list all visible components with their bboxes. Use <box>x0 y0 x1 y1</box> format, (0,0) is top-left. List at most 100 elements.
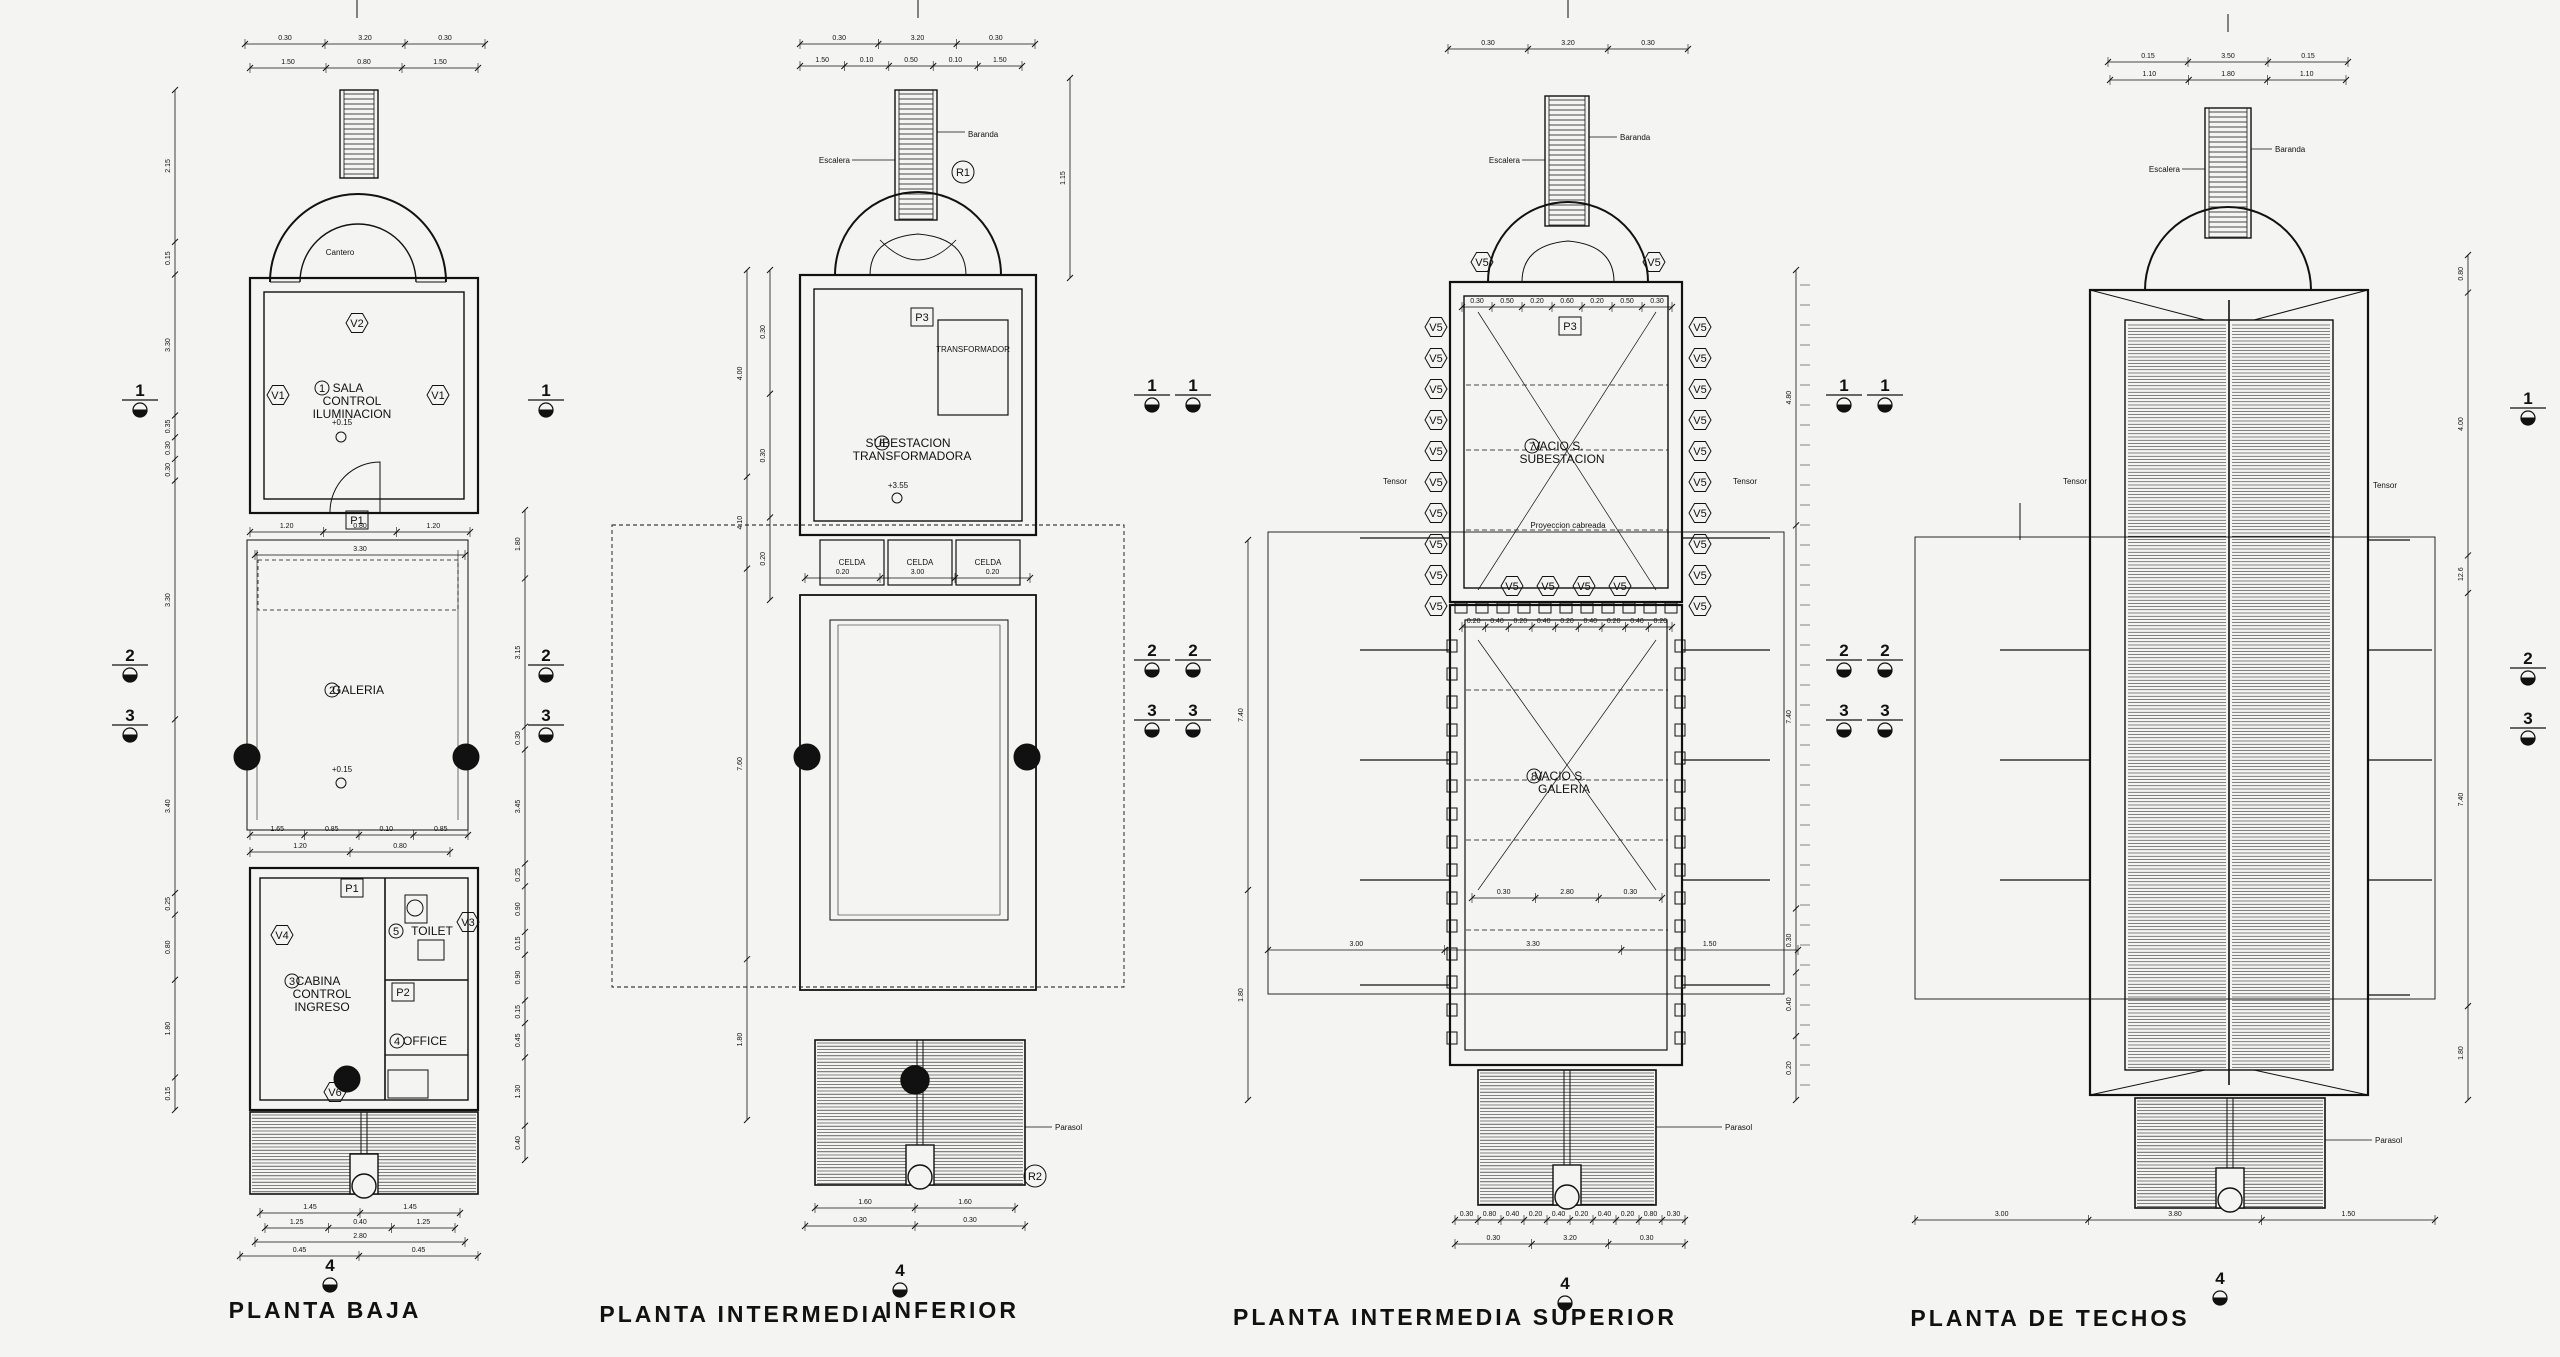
dimension-tick <box>171 271 179 278</box>
section-number: 1 <box>135 381 144 400</box>
column <box>900 1065 930 1095</box>
dimension-value: 0.30 <box>832 35 846 42</box>
tag-label: V5 <box>1429 446 1442 458</box>
dimension-value: 0.20 <box>1514 618 1528 625</box>
section-half <box>892 1289 908 1298</box>
window-tag: V5 <box>1688 596 1712 616</box>
room-name: CONTROL <box>323 394 382 408</box>
dimension-value: 2.80 <box>353 1233 367 1240</box>
dimension-value: 0.20 <box>760 552 767 566</box>
tag-label: V5 <box>1429 601 1442 613</box>
window-tag: V5 <box>1688 534 1712 554</box>
mullion <box>1454 602 1468 614</box>
mullion <box>1446 723 1458 737</box>
hexagon <box>1424 441 1448 461</box>
room-number-circle <box>389 1033 405 1049</box>
mullion <box>1446 695 1458 709</box>
window-tag: V5 <box>1424 348 1448 368</box>
column <box>233 743 261 771</box>
note-parasol: Parasol <box>2375 1136 2402 1145</box>
stair <box>894 89 938 221</box>
dimension-value: 1.20 <box>427 523 441 530</box>
room-number-circle <box>324 682 340 698</box>
dome-arc-2 <box>879 239 957 261</box>
celda-label: CELDA <box>907 558 934 567</box>
dimension-value: 0.10 <box>949 57 963 64</box>
window-tag: V5 <box>1424 379 1448 399</box>
dimension-value: 0.40 <box>1598 1211 1612 1218</box>
hexagon <box>1424 596 1448 616</box>
dimension-value: 3.00 <box>911 569 925 576</box>
note-proyeccion: Proyeccion cabreada <box>1530 521 1606 530</box>
mullion <box>1446 1003 1458 1017</box>
room-number-circle <box>284 973 300 989</box>
dimension-tick <box>521 506 529 514</box>
mullion <box>1664 602 1678 614</box>
dimension-tick <box>743 266 751 274</box>
dimension-value: 3.00 <box>1350 941 1364 948</box>
dimension-tick <box>743 565 751 573</box>
dimension-value: 0.40 <box>1630 618 1644 625</box>
note-baranda: Baranda <box>2275 145 2306 154</box>
dimension-value: 0.80 <box>165 940 172 954</box>
room-number: 2 <box>329 685 335 697</box>
mullion <box>1446 779 1458 793</box>
dome-arc <box>2144 206 2312 291</box>
wall-outer <box>798 273 1038 537</box>
hexagon <box>1424 410 1448 430</box>
window-tag: V5 <box>1424 596 1448 616</box>
dimension-value: 7.40 <box>1786 710 1793 724</box>
dimension-value: 0.30 <box>1640 1235 1654 1242</box>
dimension-tick <box>521 996 529 1004</box>
cantero-arc-inner <box>299 223 417 283</box>
dimension-value: 0.40 <box>1552 1211 1566 1218</box>
dimension-tick <box>521 575 529 582</box>
window-tag: V5 <box>1688 503 1712 523</box>
room-name: SALA <box>333 381 364 395</box>
dimension-value: 0.40 <box>1506 1211 1520 1218</box>
section-half <box>1144 729 1160 738</box>
dimension-value: 0.30 <box>1460 1211 1474 1218</box>
dimension-value: 2.80 <box>1560 889 1574 896</box>
hexagon <box>270 925 294 945</box>
tag-label: V5 <box>1693 322 1706 334</box>
parasol <box>814 1039 1026 1190</box>
section-half <box>2520 417 2536 426</box>
dimension-value: 1.10 <box>2143 71 2157 78</box>
mullion <box>1674 751 1686 765</box>
dimension-tick <box>1792 522 1800 529</box>
tag-label: V5 <box>1429 322 1442 334</box>
mullion <box>1674 1031 1686 1045</box>
tag-label: V5 <box>1541 581 1554 593</box>
sink <box>417 939 445 961</box>
dimension-tick <box>521 928 529 936</box>
mullion <box>1674 863 1686 877</box>
window-tag: V5 <box>1424 410 1448 430</box>
hexagon <box>1424 379 1448 399</box>
dimension-value: 7.40 <box>2458 793 2465 807</box>
tag-label: V5 <box>1429 477 1442 489</box>
window-tag: V3 <box>456 912 480 932</box>
ref-tag: R1 <box>951 160 975 184</box>
plan-title: PLANTA DE TECHOS <box>1910 1305 2189 1331</box>
section-number: 2 <box>1839 641 1848 660</box>
window-tag: V5 <box>1424 565 1448 585</box>
room-name: VACIO S. <box>1532 439 1583 453</box>
section-mark: 1 <box>1175 376 1211 413</box>
dimension-value: 3.30 <box>165 593 172 607</box>
mullion <box>1446 639 1458 653</box>
hexagon <box>1688 503 1712 523</box>
hexagon <box>1688 441 1712 461</box>
dimension-value: 0.40 <box>1490 618 1504 625</box>
dimension-value: 4.00 <box>737 366 744 380</box>
dimension-value: 0.30 <box>1470 298 1484 305</box>
dimension-tick <box>171 911 179 919</box>
tag-box <box>345 510 369 530</box>
room-number-circle <box>388 923 404 939</box>
hexagon <box>1424 565 1448 585</box>
dimension-tick <box>766 514 774 521</box>
plan-title: INFERIOR <box>885 1297 1019 1323</box>
mullion <box>1517 602 1531 614</box>
